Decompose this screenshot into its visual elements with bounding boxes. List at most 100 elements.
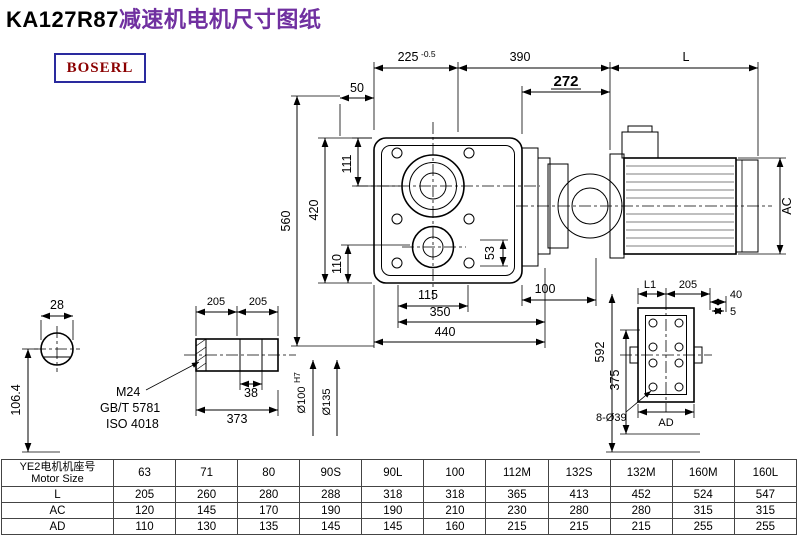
dim-420: 420 [307,137,372,284]
dim-205-side: 205 [666,279,711,310]
dim-label-420: 420 [307,200,321,221]
dim-label-115: 115 [418,288,438,302]
thread-callout: M24 GB/T 5781 ISO 4018 [100,361,200,431]
dim-205-pair: 205 205 [195,296,279,336]
bolt-hole-callout: 8-Ø39 [596,390,652,424]
dim-label-205-side: 205 [679,279,697,291]
table-cell: 365 [485,486,549,503]
table-cell: 190 [361,502,425,519]
drawing-svg: 225 -0.5 390 L 272 [9,49,794,453]
table-cell: 63 [112,459,177,487]
dim-560: 560 [279,95,374,347]
table-cell: AD [1,518,114,535]
motor-assembly-view [516,125,772,267]
dim-50: 50 [339,81,374,136]
input-shaft-end-view [34,326,80,372]
dim-label-592: 592 [593,342,607,363]
dim-label-106-4: 106.4 [9,384,23,415]
dim-dia100: Ø100 H7 [292,360,317,436]
table-cell: 110 [112,518,177,535]
dim-label-dia135: Ø135 [321,389,333,416]
page-title: KA127R87减速机电机尺寸图纸 [6,2,321,34]
brand-logo-text: BOSERL [66,59,134,76]
dim-label-205-right: 205 [249,296,267,308]
brand-logo: BOSERL [54,53,146,83]
table-cell: L [1,486,114,503]
dim-40: 40 [710,289,742,312]
dimensions: 225 -0.5 390 L 272 [9,49,794,453]
dim-label-L1: L1 [644,279,656,291]
table-cell: 255 [733,518,798,535]
dim-L: L [610,50,759,156]
dim-592: 592 [593,294,700,453]
dim-28: 28 [40,298,74,340]
dim-dia135: Ø135 [321,360,341,436]
table-cell: 145 [175,502,239,519]
table-cell: 90S [299,459,363,487]
table-cell: 288 [299,486,363,503]
table-cell: 160M [671,459,735,487]
dim-100: 100 [521,258,597,306]
dim-390: 390 [458,50,611,86]
dim-label-AD: AD [658,417,673,429]
dim-label-L: L [683,50,690,64]
table-cell: 315 [733,502,798,519]
thread-label-m24: M24 [116,385,140,399]
page-title-model: KA127R87 [6,7,119,32]
table-cell: 260 [175,486,239,503]
dim-AD: AD [637,404,695,429]
dim-label-110: 110 [330,254,344,274]
dim-label-dia100-fit: H7 [292,372,302,383]
dim-440: 440 [373,285,545,348]
table-cell: 112M [485,459,549,487]
table-cell: 524 [671,486,735,503]
dim-label-50: 50 [350,81,364,95]
dim-label-40: 40 [730,289,742,301]
dim-53: 53 [480,239,508,267]
table-cell: 205 [112,486,177,503]
dim-38: 38 [239,371,263,400]
table-cell: 210 [423,502,487,519]
gearbox-front-view [356,122,540,300]
table-cell: 413 [547,486,611,503]
dim-373: 373 [195,371,279,426]
dim-label-205-left: 205 [207,296,225,308]
dim-label-375: 375 [608,370,622,391]
dim-label-bolts: 8-Ø39 [596,412,627,424]
dim-110: 110 [330,244,410,283]
dim-label-dia100: Ø100 [296,387,308,414]
dim-L1: L1 [637,279,667,304]
table-cell: 255 [671,518,735,535]
table-cell: 145 [361,518,425,535]
dim-label-560: 560 [279,211,293,232]
table-cell: 132M [609,459,673,487]
table-cell: 145 [299,518,363,535]
dim-label-225: 225 [398,50,419,64]
dim-AC: AC [738,157,794,255]
table-cell: 71 [175,459,239,487]
table-cell: 280 [609,502,673,519]
dim-label-AC: AC [780,197,794,214]
table-cell: 547 [733,486,798,503]
dim-label-111: 111 [340,154,354,173]
table-cell: 135 [237,518,301,535]
table-cell: 318 [361,486,425,503]
dim-272: 272 [521,73,611,150]
table-cell: 215 [609,518,673,535]
table-cell: 160L [733,459,798,487]
table-cell: 280 [237,486,301,503]
table-cell: 130 [175,518,239,535]
table-cell: 315 [671,502,735,519]
dim-label-350: 350 [430,305,451,319]
dim-106-4: 106.4 [9,348,60,453]
table-cell: 100 [423,459,487,487]
table-cell: 280 [547,502,611,519]
table-cell: 132S [547,459,611,487]
page-title-suffix: 减速机电机尺寸图纸 [118,7,322,32]
table-cell: 80 [237,459,301,487]
